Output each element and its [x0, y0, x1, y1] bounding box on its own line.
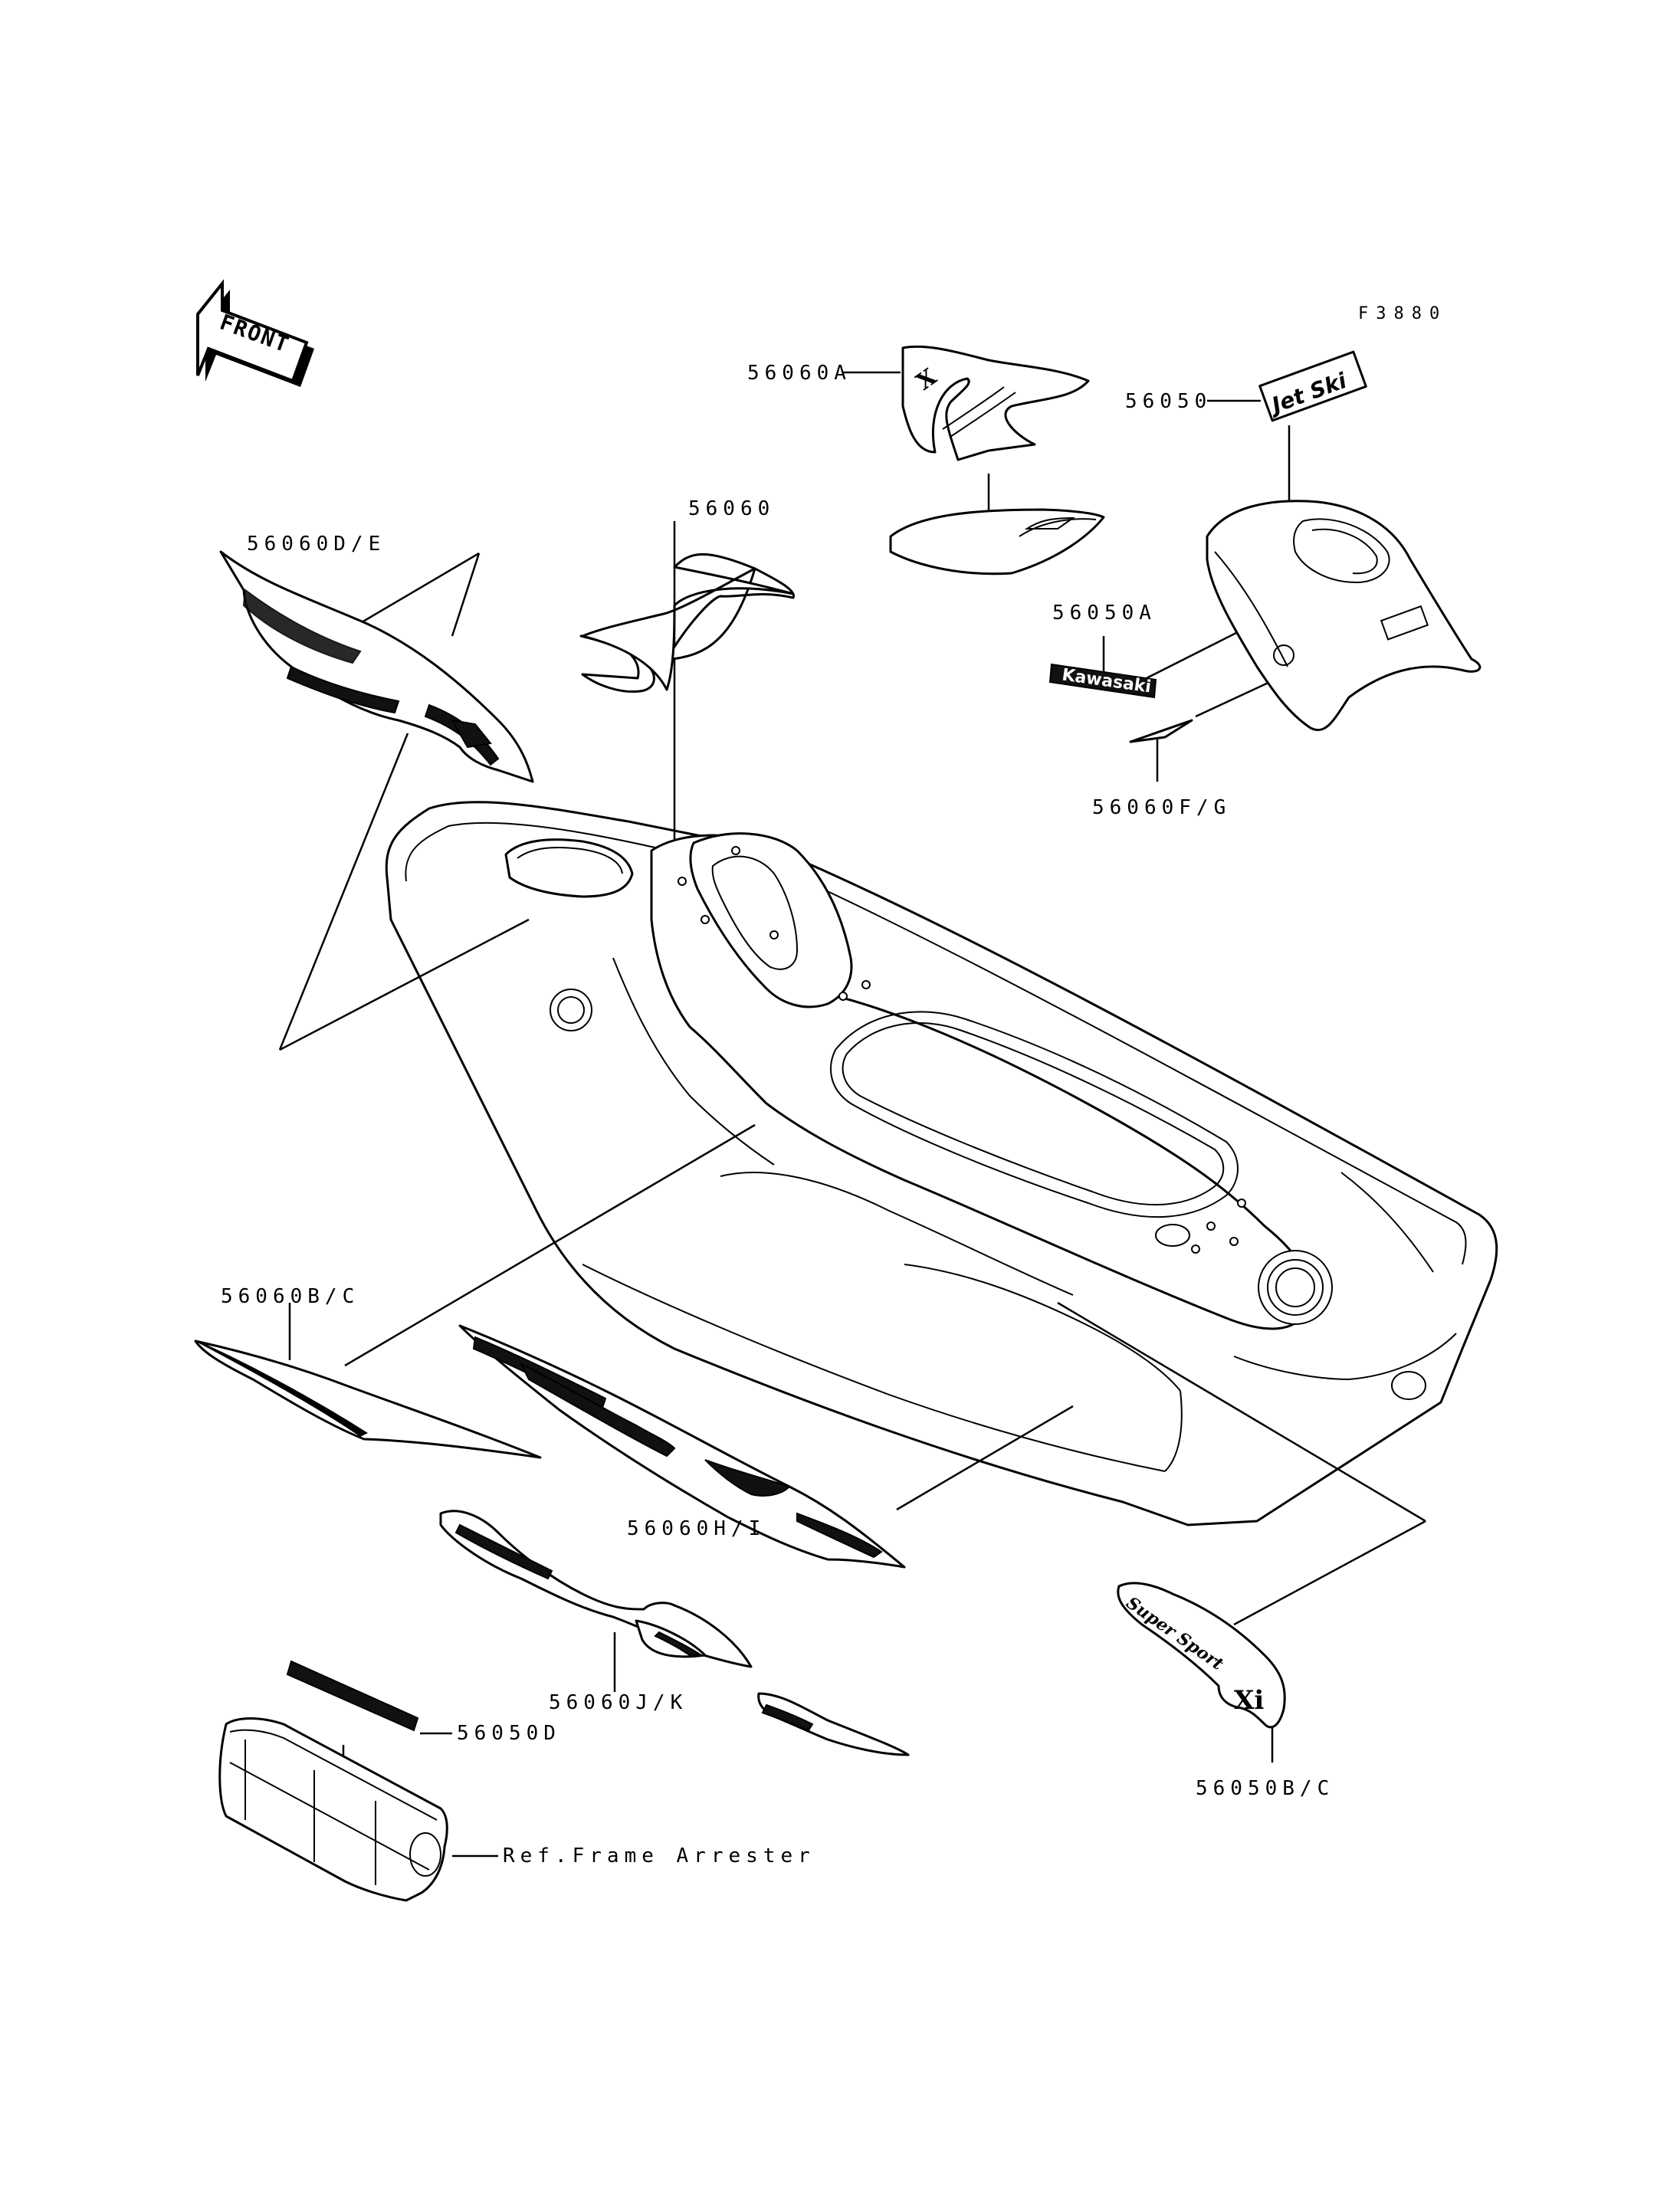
decal-56050: Jet Ski: [1258, 350, 1367, 422]
callout-56060DE: 56060D/E: [247, 533, 386, 556]
callout-56060BC: 56060B/C: [221, 1285, 359, 1308]
decal-56060BC: [194, 1340, 542, 1459]
hood-part: [1206, 500, 1481, 731]
kawasaki-logo-text: Kawasaki: [1061, 665, 1153, 697]
decal-56060A: X: [901, 345, 1090, 461]
decal-56060HI: [458, 1324, 906, 1569]
callout-56050BC: 56050B/C: [1196, 1777, 1334, 1800]
callout-56060FG: 56060F/G: [1092, 796, 1231, 819]
callout-56050: 56050: [1125, 390, 1212, 413]
callout-ref-frame-arrester: Ref.Frame Arrester: [503, 1844, 815, 1867]
leader-lines: [278, 371, 1426, 1858]
decal-56050D: [286, 1660, 419, 1732]
seat-part: [889, 508, 1105, 575]
decal-56060FG: [1129, 719, 1193, 743]
figure-code: F3880: [1358, 304, 1447, 323]
xi-text: Xi: [1234, 1685, 1264, 1716]
callout-56060JK: 56060J/K: [549, 1691, 687, 1714]
callout-56060A: 56060A: [747, 362, 851, 385]
callout-56050D: 56050D: [457, 1722, 561, 1745]
callout-56060HI: 56060H/I: [627, 1517, 766, 1540]
hull-drawing: [385, 801, 1498, 1526]
decal-56050BC: Super Sport Xi: [1117, 1582, 1286, 1729]
flame-arrester-part: [218, 1717, 448, 1902]
callout-56050A: 56050A: [1052, 602, 1157, 625]
callout-labels: 56060A 56050 56060 56060D/E 56050A 56060…: [221, 362, 1334, 1867]
callout-56060: 56060: [688, 497, 775, 520]
front-arrow-icon: FRONT: [196, 279, 314, 387]
decal-56060JK: [439, 1510, 910, 1756]
decal-56060DE: [219, 550, 534, 783]
